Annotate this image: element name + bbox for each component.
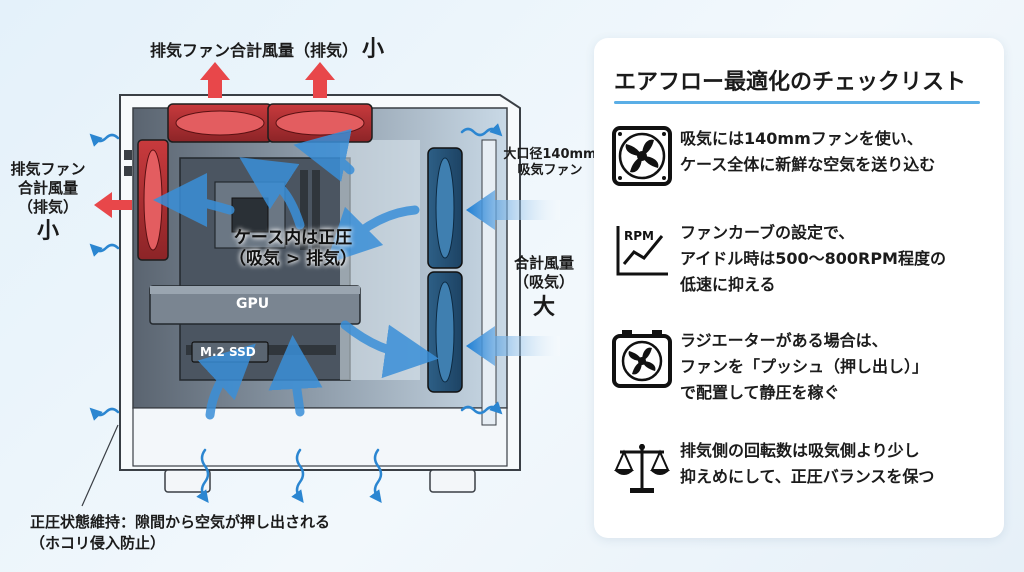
checklist-item-text: 吸気には140mmファンを使い、 ケース全体に新鮮な空気を送り込む (680, 129, 936, 174)
airflow-diagram (81, 62, 560, 507)
rpm-graph-icon: RPM (616, 226, 668, 276)
intake-arrows (466, 190, 560, 366)
exhaust-arrows-top (200, 62, 335, 98)
checklist-item-text: ファンカーブの設定で、 アイドル時は500〜800RPM程度の 低速に抑える (680, 223, 946, 294)
internal-airflow-arrows (153, 128, 439, 420)
checklist-item-intake: 吸気には140mmファンを使い、 ケース全体に新鮮な空気を送り込む (612, 126, 992, 206)
balance-scale-icon (614, 444, 670, 493)
fan-icon (612, 126, 672, 186)
ssd-label: M.2 SSD (200, 345, 256, 359)
checklist-item-radiator: ラジエーターがある場合は、 ファンを「プッシュ（押し出し）」 で配置して静圧を稼… (612, 328, 992, 408)
gpu-card (149, 285, 361, 325)
checklist-item-text: 排気側の回転数は吸気側より少し 抑えめにして、正圧バランスを保つ (680, 441, 935, 486)
checklist-item-balance: 排気側の回転数は吸気側より少し 抑えめにして、正圧バランスを保つ (612, 438, 992, 518)
positive-pressure-note: 正圧状態維持：隙間から空気が押し出される （ホコリ侵入防止） (30, 513, 331, 552)
radiator-fan-icon (612, 330, 672, 388)
intake-fan-label: 大口径140mm 吸気ファン (503, 147, 597, 179)
top-exhaust-size: 小 (362, 37, 385, 62)
intake-total-label: 合計風量 （吸気） 大 (500, 254, 588, 321)
top-exhaust-label: 排気ファン合計風量（排気）小 (150, 37, 385, 62)
checklist-item-text: ラジエーターがある場合は、 ファンを「プッシュ（押し出し）」 で配置して静圧を稼… (680, 331, 929, 402)
checklist-card: エアフロー最適化のチェックリスト 吸気には140mmファンを使い、 ケース全体に… (594, 38, 1004, 538)
checklist-title: エアフロー最適化のチェックリスト (614, 70, 967, 95)
rpm-icon-text: RPM (624, 229, 654, 243)
note-leader-line (81, 424, 119, 507)
left-exhaust-label: 排気ファン 合計風量 （排気） 小 (6, 160, 90, 246)
pressure-center-label: ケース内は正圧 （吸気 > 排気） (228, 228, 358, 270)
leak-airflow-arrows (89, 123, 503, 504)
left-exhaust-size: 小 (36, 219, 59, 245)
gpu-label: GPU (236, 296, 270, 312)
top-exhaust-fans (167, 103, 373, 143)
rear-exhaust-fan (137, 139, 169, 261)
exhaust-arrow-left (94, 192, 132, 218)
checklist-item-fan-curve: RPM ファンカーブの設定で、 アイドル時は500〜800RPM程度の 低速に抑… (612, 220, 992, 300)
title-divider (614, 101, 980, 104)
intake-total-size: 大 (532, 294, 555, 320)
